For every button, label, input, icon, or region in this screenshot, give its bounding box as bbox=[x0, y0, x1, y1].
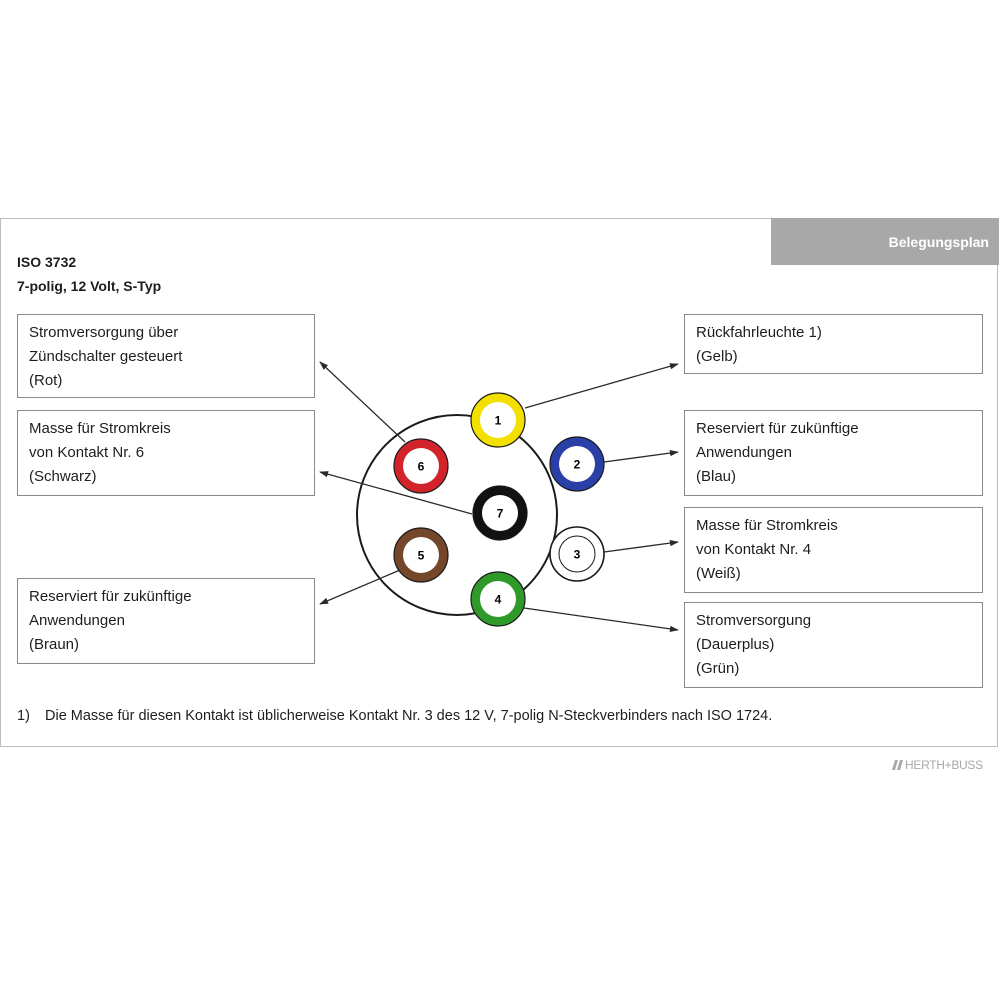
line-pin1 bbox=[524, 363, 679, 409]
pin-5: 5 bbox=[393, 527, 449, 583]
slash-logo-icon bbox=[892, 760, 903, 770]
svg-text:5: 5 bbox=[418, 549, 425, 563]
box-line: Stromversorgung bbox=[696, 612, 812, 629]
line-pin6 bbox=[319, 361, 406, 443]
box-line: (Rot) bbox=[29, 372, 63, 389]
box-line: Reserviert für zukünftige bbox=[29, 588, 192, 605]
connector-spec: 7-polig, 12 Volt, S-Typ bbox=[17, 278, 162, 294]
svg-text:4: 4 bbox=[495, 593, 502, 607]
box-line: (Grün) bbox=[696, 660, 740, 677]
belegungsplan-tab: Belegungsplan bbox=[771, 218, 999, 265]
box-line: Reserviert für zukünftige bbox=[696, 420, 859, 437]
label-box-pin7: Masse für Stromkreis von Kontakt Nr. 6 (… bbox=[17, 410, 315, 496]
svg-text:7: 7 bbox=[497, 507, 504, 521]
box-line: (Weiß) bbox=[696, 565, 741, 582]
footnote-number: 1) bbox=[17, 708, 30, 724]
line-pin2 bbox=[603, 449, 679, 463]
line-pin3 bbox=[603, 539, 679, 553]
box-line: (Gelb) bbox=[696, 348, 738, 365]
label-box-pin4: Stromversorgung (Dauerplus) (Grün) bbox=[684, 602, 983, 688]
label-box-pin5: Reserviert für zukünftige Anwendungen (B… bbox=[17, 578, 315, 664]
svg-text:1: 1 bbox=[495, 414, 502, 428]
standard-title: ISO 3732 bbox=[17, 254, 77, 270]
footnote-text: Die Masse für diesen Kontakt ist übliche… bbox=[45, 708, 773, 724]
box-line: (Blau) bbox=[696, 468, 737, 485]
pin-4: 4 bbox=[470, 571, 526, 627]
box-line: Zündschalter gesteuert bbox=[29, 348, 183, 365]
svg-text:6: 6 bbox=[418, 460, 425, 474]
pin-7: 7 bbox=[472, 485, 528, 541]
brand-logo: HERTH+BUSS bbox=[892, 758, 983, 772]
label-box-pin2: Reserviert für zukünftige Anwendungen (B… bbox=[684, 410, 983, 496]
box-line: Masse für Stromkreis bbox=[29, 420, 171, 437]
box-line: (Dauerplus) bbox=[696, 636, 775, 653]
pin-3: 3 bbox=[549, 526, 605, 582]
label-box-pin3: Masse für Stromkreis von Kontakt Nr. 4 (… bbox=[684, 507, 983, 593]
pin-6: 6 bbox=[393, 438, 449, 494]
box-line: Stromversorgung über bbox=[29, 324, 179, 341]
svg-text:3: 3 bbox=[574, 548, 581, 562]
footnote: 1) Die Masse für diesen Kontakt ist üblic… bbox=[17, 708, 772, 724]
box-line: von Kontakt Nr. 4 bbox=[696, 541, 812, 558]
box-line: (Braun) bbox=[29, 636, 80, 653]
box-line: von Kontakt Nr. 6 bbox=[29, 444, 145, 461]
label-box-pin1: Rückfahrleuchte 1) (Gelb) bbox=[684, 314, 983, 374]
line-pin7 bbox=[319, 471, 473, 515]
box-line: Anwendungen bbox=[29, 612, 125, 629]
box-line: (Schwarz) bbox=[29, 468, 97, 485]
box-line: Masse für Stromkreis bbox=[696, 517, 838, 534]
brand-name: HERTH+BUSS bbox=[905, 758, 983, 772]
label-box-pin6: Stromversorgung über Zündschalter gesteu… bbox=[17, 314, 315, 398]
box-line: Anwendungen bbox=[696, 444, 792, 461]
line-pin4 bbox=[523, 607, 679, 632]
pin-1: 1 bbox=[470, 392, 526, 448]
svg-text:2: 2 bbox=[574, 458, 581, 472]
box-line: Rückfahrleuchte 1) bbox=[696, 324, 822, 341]
pin-2: 2 bbox=[549, 436, 605, 492]
line-pin5 bbox=[319, 569, 401, 605]
